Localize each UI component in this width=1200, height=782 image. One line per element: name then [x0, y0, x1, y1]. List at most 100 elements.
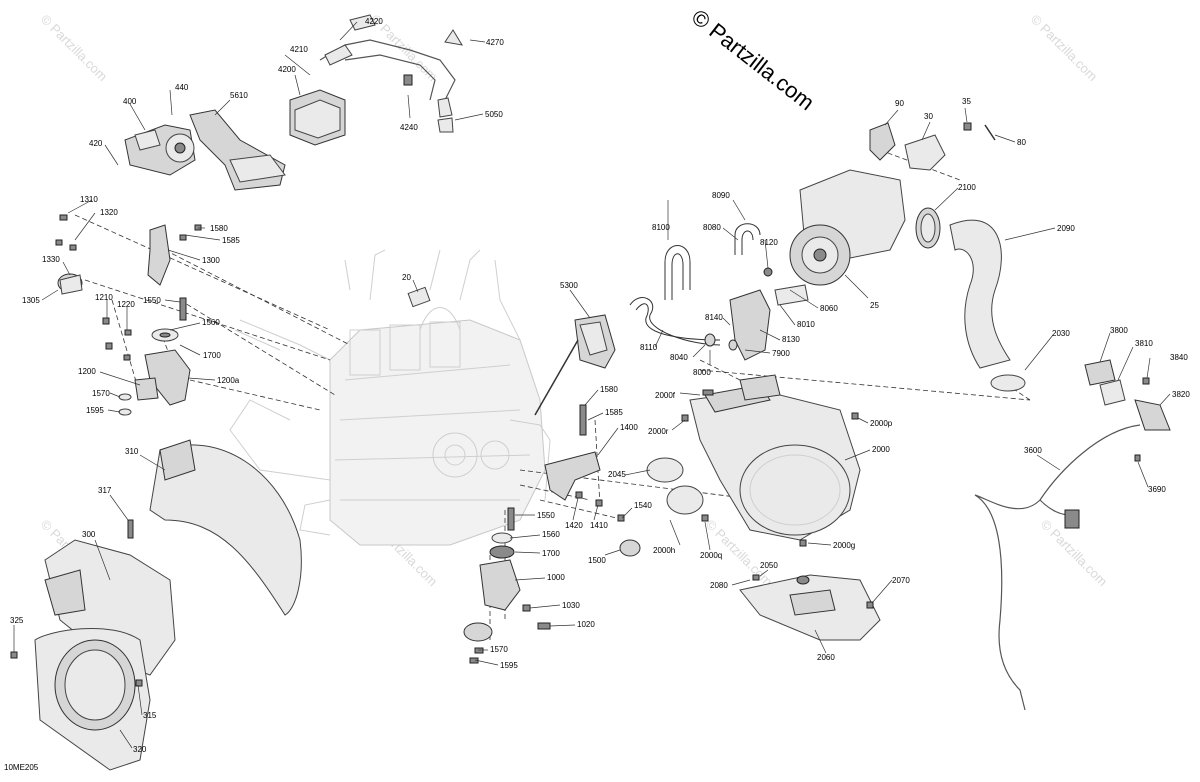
- callout-4210[interactable]: 4210: [290, 45, 308, 54]
- callout-440[interactable]: 440: [175, 83, 189, 92]
- callout-1540[interactable]: 1540: [634, 501, 652, 510]
- callout-2100[interactable]: 2100: [958, 183, 976, 192]
- callout-1700-left[interactable]: 1700: [203, 351, 221, 360]
- callout-2000g[interactable]: 2000g: [833, 541, 855, 550]
- callout-2050[interactable]: 2050: [760, 561, 778, 570]
- callout-315[interactable]: 315: [143, 711, 157, 720]
- callout-1595-left[interactable]: 1595: [86, 406, 104, 415]
- callout-3840[interactable]: 3840: [1170, 353, 1188, 362]
- callout-5050[interactable]: 5050: [485, 110, 503, 119]
- callout-3600[interactable]: 3600: [1024, 446, 1042, 455]
- callout-8110[interactable]: 8110: [640, 343, 658, 352]
- callout-420[interactable]: 420: [89, 139, 103, 148]
- engine-mount-center: [463, 404, 641, 664]
- dipstick: [534, 314, 616, 416]
- callout-8010[interactable]: 8010: [797, 320, 815, 329]
- callout-1700-center[interactable]: 1700: [542, 549, 560, 558]
- callout-320[interactable]: 320: [133, 745, 147, 754]
- callout-20[interactable]: 20: [402, 273, 411, 282]
- engine-ghost: [229, 249, 551, 546]
- callout-25[interactable]: 25: [870, 301, 879, 310]
- callout-1305[interactable]: 1305: [22, 296, 40, 305]
- callout-1300[interactable]: 1300: [202, 256, 220, 265]
- callout-7900[interactable]: 7900: [772, 349, 790, 358]
- callout-4200[interactable]: 4200: [278, 65, 296, 74]
- callout-8000[interactable]: 8000: [693, 368, 711, 377]
- callout-3820[interactable]: 3820: [1172, 390, 1190, 399]
- callout-1310[interactable]: 1310: [80, 195, 98, 204]
- callout-4240[interactable]: 4240: [400, 123, 418, 132]
- callout-2090[interactable]: 2090: [1057, 224, 1075, 233]
- callout-3690[interactable]: 3690: [1148, 485, 1166, 494]
- callout-2000h[interactable]: 2000h: [653, 546, 675, 555]
- diagram-code: 10ME205: [4, 763, 39, 772]
- callout-1410[interactable]: 1410: [590, 521, 608, 530]
- callout-8090[interactable]: 8090: [712, 191, 730, 200]
- callout-1200[interactable]: 1200: [78, 367, 96, 376]
- callout-35[interactable]: 35: [962, 97, 971, 106]
- callout-2070[interactable]: 2070: [892, 576, 910, 585]
- callout-8060[interactable]: 8060: [820, 304, 838, 313]
- callout-325[interactable]: 325: [10, 616, 24, 625]
- callout-1550-left[interactable]: 1550: [143, 296, 161, 305]
- callout-1585-upper[interactable]: 1585: [222, 236, 240, 245]
- callout-1400[interactable]: 1400: [620, 423, 638, 432]
- sensor-cable: [974, 359, 1171, 711]
- callout-1000[interactable]: 1000: [547, 573, 565, 582]
- callout-4270[interactable]: 4270: [486, 38, 504, 47]
- callout-8130[interactable]: 8130: [782, 335, 800, 344]
- callout-1580-upper[interactable]: 1580: [210, 224, 228, 233]
- callout-1560-center[interactable]: 1560: [542, 530, 560, 539]
- callout-1500[interactable]: 1500: [588, 556, 606, 565]
- callout-5300[interactable]: 5300: [560, 281, 578, 290]
- callout-2030[interactable]: 2030: [1052, 329, 1070, 338]
- callout-1200a[interactable]: 1200a: [217, 376, 240, 385]
- callout-1210[interactable]: 1210: [95, 293, 113, 302]
- callout-80[interactable]: 80: [1017, 138, 1026, 147]
- callout-2000q[interactable]: 2000q: [700, 551, 722, 560]
- callout-4220[interactable]: 4220: [365, 17, 383, 26]
- callout-1595-center[interactable]: 1595: [500, 661, 518, 670]
- callout-1570-center[interactable]: 1570: [490, 645, 508, 654]
- callout-8120[interactable]: 8120: [760, 238, 778, 247]
- turbo-assembly: [789, 122, 1026, 392]
- callout-1585-center[interactable]: 1585: [605, 408, 623, 417]
- callout-1020[interactable]: 1020: [577, 620, 595, 629]
- callout-1560-left[interactable]: 1560: [202, 318, 220, 327]
- callout-3810[interactable]: 3810: [1135, 339, 1153, 348]
- callout-300[interactable]: 300: [82, 530, 96, 539]
- callout-400[interactable]: 400: [123, 97, 137, 106]
- callout-labels: 4220 4270 4210 4200 4240 5050 440 400 56…: [10, 17, 1190, 754]
- callout-2000[interactable]: 2000: [872, 445, 890, 454]
- callout-1550-center[interactable]: 1550: [537, 511, 555, 520]
- airbox: [646, 374, 861, 547]
- callout-1030[interactable]: 1030: [562, 601, 580, 610]
- callout-2000p[interactable]: 2000p: [870, 419, 893, 428]
- callout-1420[interactable]: 1420: [565, 521, 583, 530]
- callout-8040[interactable]: 8040: [670, 353, 688, 362]
- callout-317[interactable]: 317: [98, 486, 112, 495]
- callout-2045[interactable]: 2045: [608, 470, 626, 479]
- lower-bracket: [739, 574, 881, 641]
- watermark-tile: © Partzilla.com: [38, 12, 111, 85]
- callout-8080[interactable]: 8080: [703, 223, 721, 232]
- callout-3800[interactable]: 3800: [1110, 326, 1128, 335]
- watermark-main: © Partzilla.com: [687, 4, 819, 115]
- callout-1220[interactable]: 1220: [117, 300, 135, 309]
- callout-8100[interactable]: 8100: [652, 223, 670, 232]
- callout-30[interactable]: 30: [924, 112, 933, 121]
- callout-90[interactable]: 90: [895, 99, 904, 108]
- callout-2000r[interactable]: 2000r: [648, 427, 669, 436]
- callout-310[interactable]: 310: [125, 447, 139, 456]
- callout-1570-left[interactable]: 1570: [92, 389, 110, 398]
- callout-2060[interactable]: 2060: [817, 653, 835, 662]
- callout-2080[interactable]: 2080: [710, 581, 728, 590]
- callout-8140[interactable]: 8140: [705, 313, 723, 322]
- callout-1330[interactable]: 1330: [42, 255, 60, 264]
- callout-2000f[interactable]: 2000f: [655, 391, 676, 400]
- leader-lines: [13, 21, 1171, 749]
- callout-5610[interactable]: 5610: [230, 91, 248, 100]
- callout-1320[interactable]: 1320: [100, 208, 118, 217]
- callout-1580-center[interactable]: 1580: [600, 385, 618, 394]
